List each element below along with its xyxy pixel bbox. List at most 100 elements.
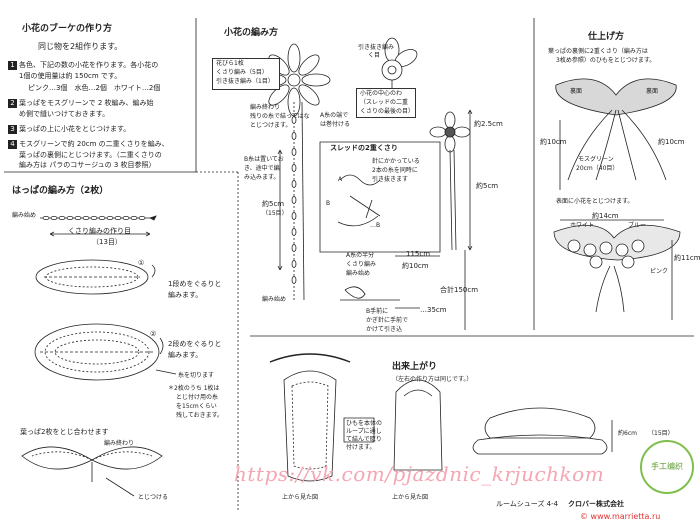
leaf-stitch-label: とじつける bbox=[138, 494, 169, 501]
bouquet-step-1-line-2: 1個の使用量は約 150cm です。 bbox=[19, 72, 122, 80]
finish-length-14cm: 約14cm bbox=[592, 212, 619, 220]
leaf-note-line-4: 残しておきます。 bbox=[176, 412, 224, 419]
flower-length-5cm: 約5cm bbox=[262, 200, 285, 208]
result-note-line-1: ひもを本体の bbox=[346, 420, 383, 427]
bouquet-step-4-line-2: 葉っぱの裏側にとじつけます。（二重くさりの bbox=[19, 151, 162, 159]
bouquet-subtitle: 同じ物を2組作ります。 bbox=[38, 42, 123, 51]
finish-back-label-right: 裏面 bbox=[646, 88, 659, 95]
flower-length-15: （15目） bbox=[262, 210, 288, 217]
flower-petals-line-1: 花びら1枚 bbox=[216, 60, 244, 67]
flower-title: 小花の編み方 bbox=[224, 28, 279, 38]
flower-length-2-5cm: 約2.5cm bbox=[474, 120, 503, 128]
step-number: 1 bbox=[8, 61, 17, 70]
finish-length-10cm-right: 約10cm bbox=[658, 138, 685, 146]
result-length-15: （15目） bbox=[648, 430, 674, 437]
result-title: 出来上がり bbox=[392, 362, 438, 372]
flower-thread-line-1: 針にかかっている bbox=[372, 158, 420, 165]
result-view-left: 上から見た図 bbox=[282, 494, 319, 501]
step-number: 4 bbox=[8, 140, 17, 149]
flower-petals-line-2: くさり編み（5目） bbox=[216, 69, 268, 76]
flower-thread-line-3: 引き抜きます bbox=[372, 176, 409, 183]
finish-moss-line-1: モスグリーン bbox=[578, 156, 614, 163]
finish-title: 仕上げ方 bbox=[588, 32, 625, 42]
bouquet-step-4-line-3: 編み方は パラのコサージュの 3 枚目参照） bbox=[19, 161, 156, 169]
flower-b-hand-line-2: かぎ針に手前で bbox=[366, 317, 409, 324]
leaf-round-2-line-2: 編みます。 bbox=[168, 351, 203, 359]
bouquet-step-1-colors: ピンク…3個 水色…2個 ホワイト…2個 bbox=[28, 84, 161, 92]
flower-start-line-2: は巻付ける bbox=[320, 121, 351, 128]
step-number: 2 bbox=[8, 99, 17, 108]
leaf-chain-label: くさり編みの作り目 bbox=[68, 227, 131, 235]
finish-length-10cm-left: 約10cm bbox=[540, 138, 567, 146]
watermark-url: https://vk.com/pjazdnic_krjuchkom bbox=[234, 462, 605, 486]
bouquet-title: 小花のブーケの作り方 bbox=[22, 24, 113, 34]
leaf-note-line-3: を15cmくらい bbox=[176, 403, 217, 410]
flower-length-10cm: 約10cm bbox=[402, 262, 429, 270]
step-number: 3 bbox=[8, 125, 17, 134]
flower-b-arrow: …B bbox=[370, 222, 381, 229]
leaf-start-label: 編み始め bbox=[12, 212, 37, 219]
result-subtitle: （左右の作り方は同じです。） bbox=[392, 376, 473, 383]
flower-length-115cm: 115cm bbox=[406, 250, 431, 258]
flower-end-line-1: 編み終わり bbox=[250, 104, 281, 111]
stamp-logo: 手工编织 bbox=[640, 440, 694, 494]
leaf-pair-caption: 葉っぱ2枚をとじ合わせます bbox=[20, 428, 109, 436]
result-view-right: 上から見た図 bbox=[392, 494, 429, 501]
flower-total-length: 合計150cm bbox=[440, 286, 479, 294]
flower-b-hand-line-1: B手前に bbox=[366, 308, 389, 315]
leaf-end-label: 編み終わり bbox=[104, 440, 135, 447]
result-brand: クロバー株式会社 bbox=[568, 500, 624, 508]
flower-center-line-1: 引き抜き編み bbox=[358, 44, 395, 51]
watermark-site: © www.marrietta.ru bbox=[580, 512, 661, 521]
finish-pink-label: ピンク bbox=[650, 268, 669, 275]
flower-center-line-4: （スレッドの二重 bbox=[360, 99, 409, 106]
finish-step-line-2: 3枚め参照）のひもをとじつけます。 bbox=[556, 57, 656, 64]
leaf-round-1-line-1: 1段めをぐるりと bbox=[168, 280, 222, 288]
result-length-6cm: 約6cm bbox=[618, 430, 637, 437]
flower-center-line-3: 小花の中心のわ bbox=[360, 90, 403, 97]
finish-white-label: ホワイト bbox=[570, 222, 595, 229]
leaf-note-line-1: ＊2枚のうち 1枚は bbox=[168, 385, 220, 392]
finish-face-label: 表面に小花をとじつけます。 bbox=[556, 198, 634, 205]
leaf-round-2-line-1: 2段めをぐるりと bbox=[168, 340, 222, 348]
flower-petal-box bbox=[212, 58, 280, 90]
bouquet-step-2-line-2: め側で縫いつけておきます。 bbox=[19, 110, 110, 118]
flower-b-line-3: み込みます。 bbox=[244, 174, 280, 181]
flower-label-a: A bbox=[338, 176, 343, 183]
leaf-mark-2: ② bbox=[150, 330, 157, 338]
leaf-chain-count: （13目） bbox=[92, 238, 122, 246]
flower-a-half-line-2: くさり編み bbox=[346, 261, 377, 268]
leaf-mark-1: ① bbox=[138, 259, 145, 267]
flower-length-35cm: …35cm bbox=[420, 306, 447, 314]
flower-end-line-3: とじつけます。 bbox=[250, 122, 292, 129]
flower-thread-title: スレッドの2重くさり bbox=[330, 144, 398, 152]
finish-back-label-left: 裏面 bbox=[570, 88, 583, 95]
leaf-round-1-line-2: 編みます。 bbox=[168, 291, 203, 299]
flower-thread-line-2: 2本の糸を同時に bbox=[372, 167, 418, 174]
flower-b-hand-line-3: かけて引き込 bbox=[366, 326, 403, 333]
flower-b-line-1: B糸は置いてお bbox=[244, 156, 284, 163]
flower-center-line-5: くさりの最後の目） bbox=[360, 108, 415, 115]
flower-petals-line-3: 引き抜き編み（1目） bbox=[216, 78, 274, 85]
flower-start-label: 編み始め bbox=[262, 296, 287, 303]
flower-a-half-line-3: 編み始め bbox=[346, 270, 371, 277]
flower-start-line-1: A糸の端で bbox=[320, 112, 349, 119]
flower-end-line-2: 残りの糸で結ってはな bbox=[250, 113, 310, 120]
flower-center-box bbox=[356, 88, 416, 118]
flower-a-half-line-1: A糸の半分 bbox=[346, 252, 375, 259]
finish-step-line-1: 葉っぱの裏側に2重くさり（編み方は bbox=[548, 48, 648, 55]
result-note-line-2: ループに通し bbox=[346, 428, 382, 435]
leaf-note-line-2: とじ付け用の糸 bbox=[176, 394, 219, 401]
flower-b-line-2: き、途中で編 bbox=[244, 165, 280, 172]
flower-length-5cm-right: 約5cm bbox=[476, 182, 499, 190]
finish-moss-line-2: 20cm（40目） bbox=[576, 165, 619, 172]
result-note-line-3: て結んで取り bbox=[346, 436, 382, 443]
result-footer: ルームシューズ 4-4 bbox=[496, 500, 559, 508]
finish-blue-label: ブルー bbox=[628, 222, 647, 229]
finish-length-11cm: 約11cm bbox=[674, 254, 700, 262]
result-note-line-4: 付けます。 bbox=[346, 444, 376, 451]
